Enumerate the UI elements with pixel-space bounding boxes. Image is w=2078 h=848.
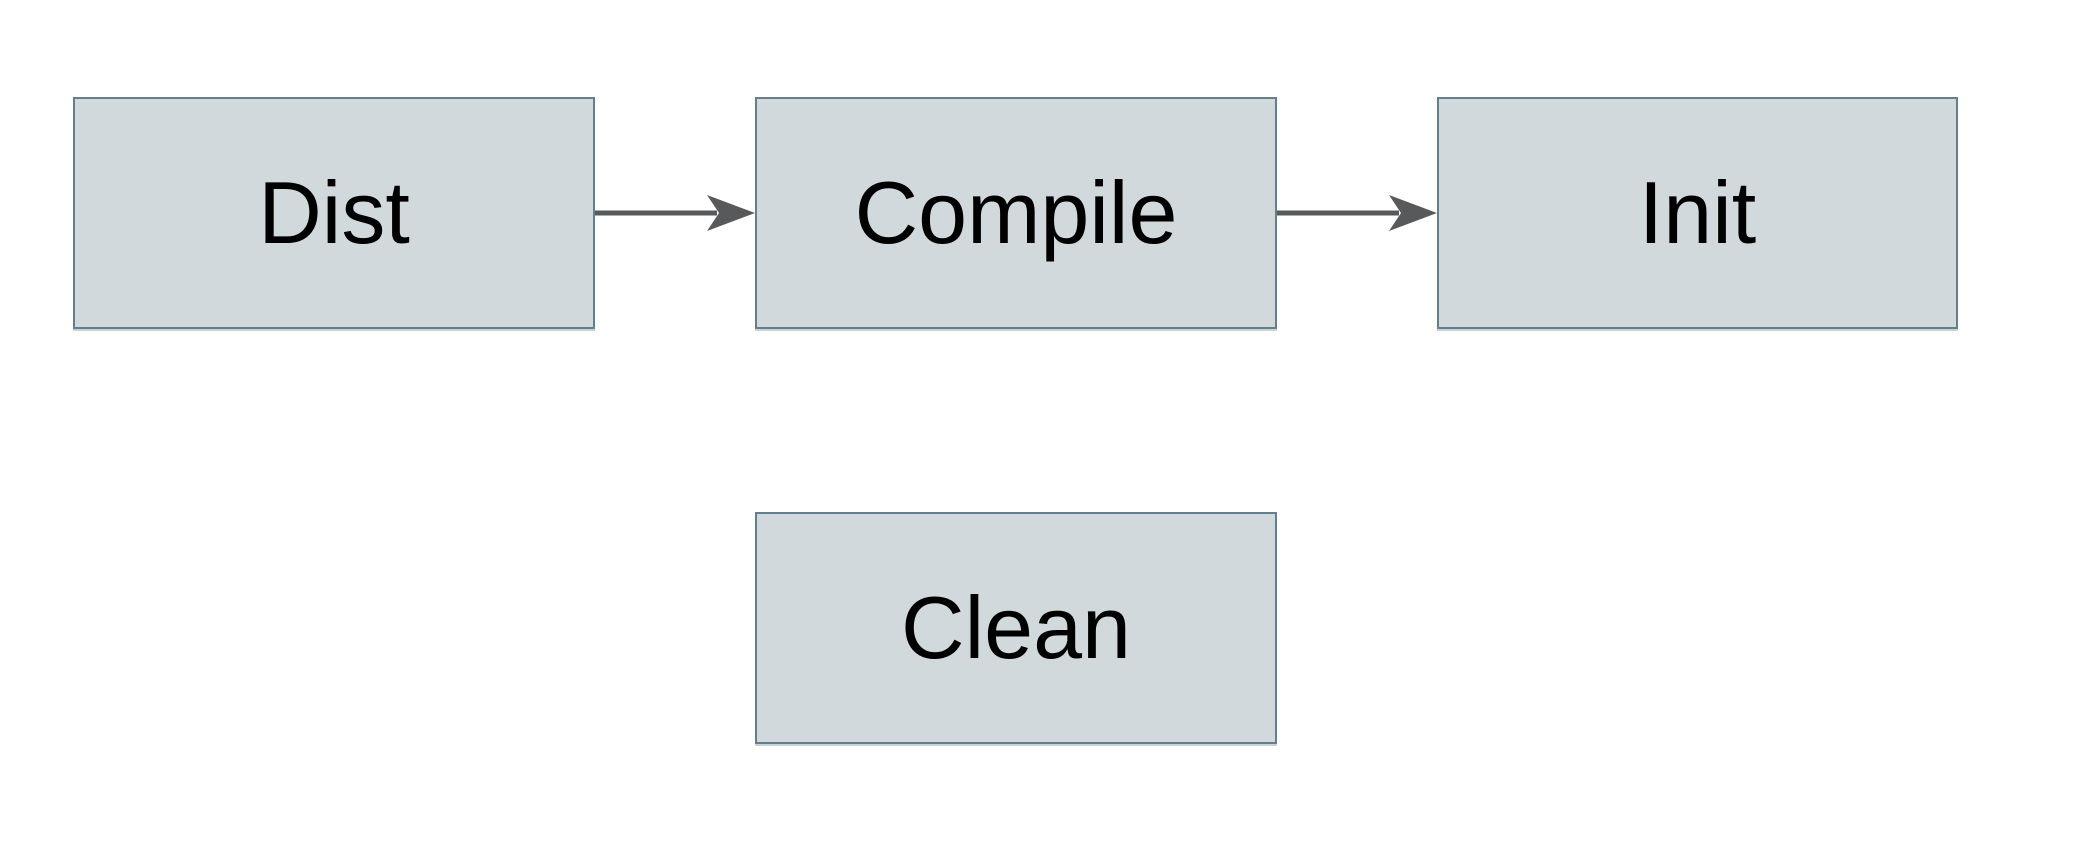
arrow-dist-to-compile <box>595 195 755 231</box>
node-clean-label: Clean <box>901 578 1131 677</box>
node-init-label: Init <box>1638 163 1757 262</box>
node-clean: Clean <box>755 512 1277 744</box>
node-compile: Compile <box>755 97 1277 329</box>
node-dist-label: Dist <box>258 163 410 262</box>
node-init: Init <box>1437 97 1958 329</box>
arrow-compile-to-init <box>1277 195 1437 231</box>
node-dist: Dist <box>73 97 595 329</box>
node-compile-label: Compile <box>854 163 1178 262</box>
